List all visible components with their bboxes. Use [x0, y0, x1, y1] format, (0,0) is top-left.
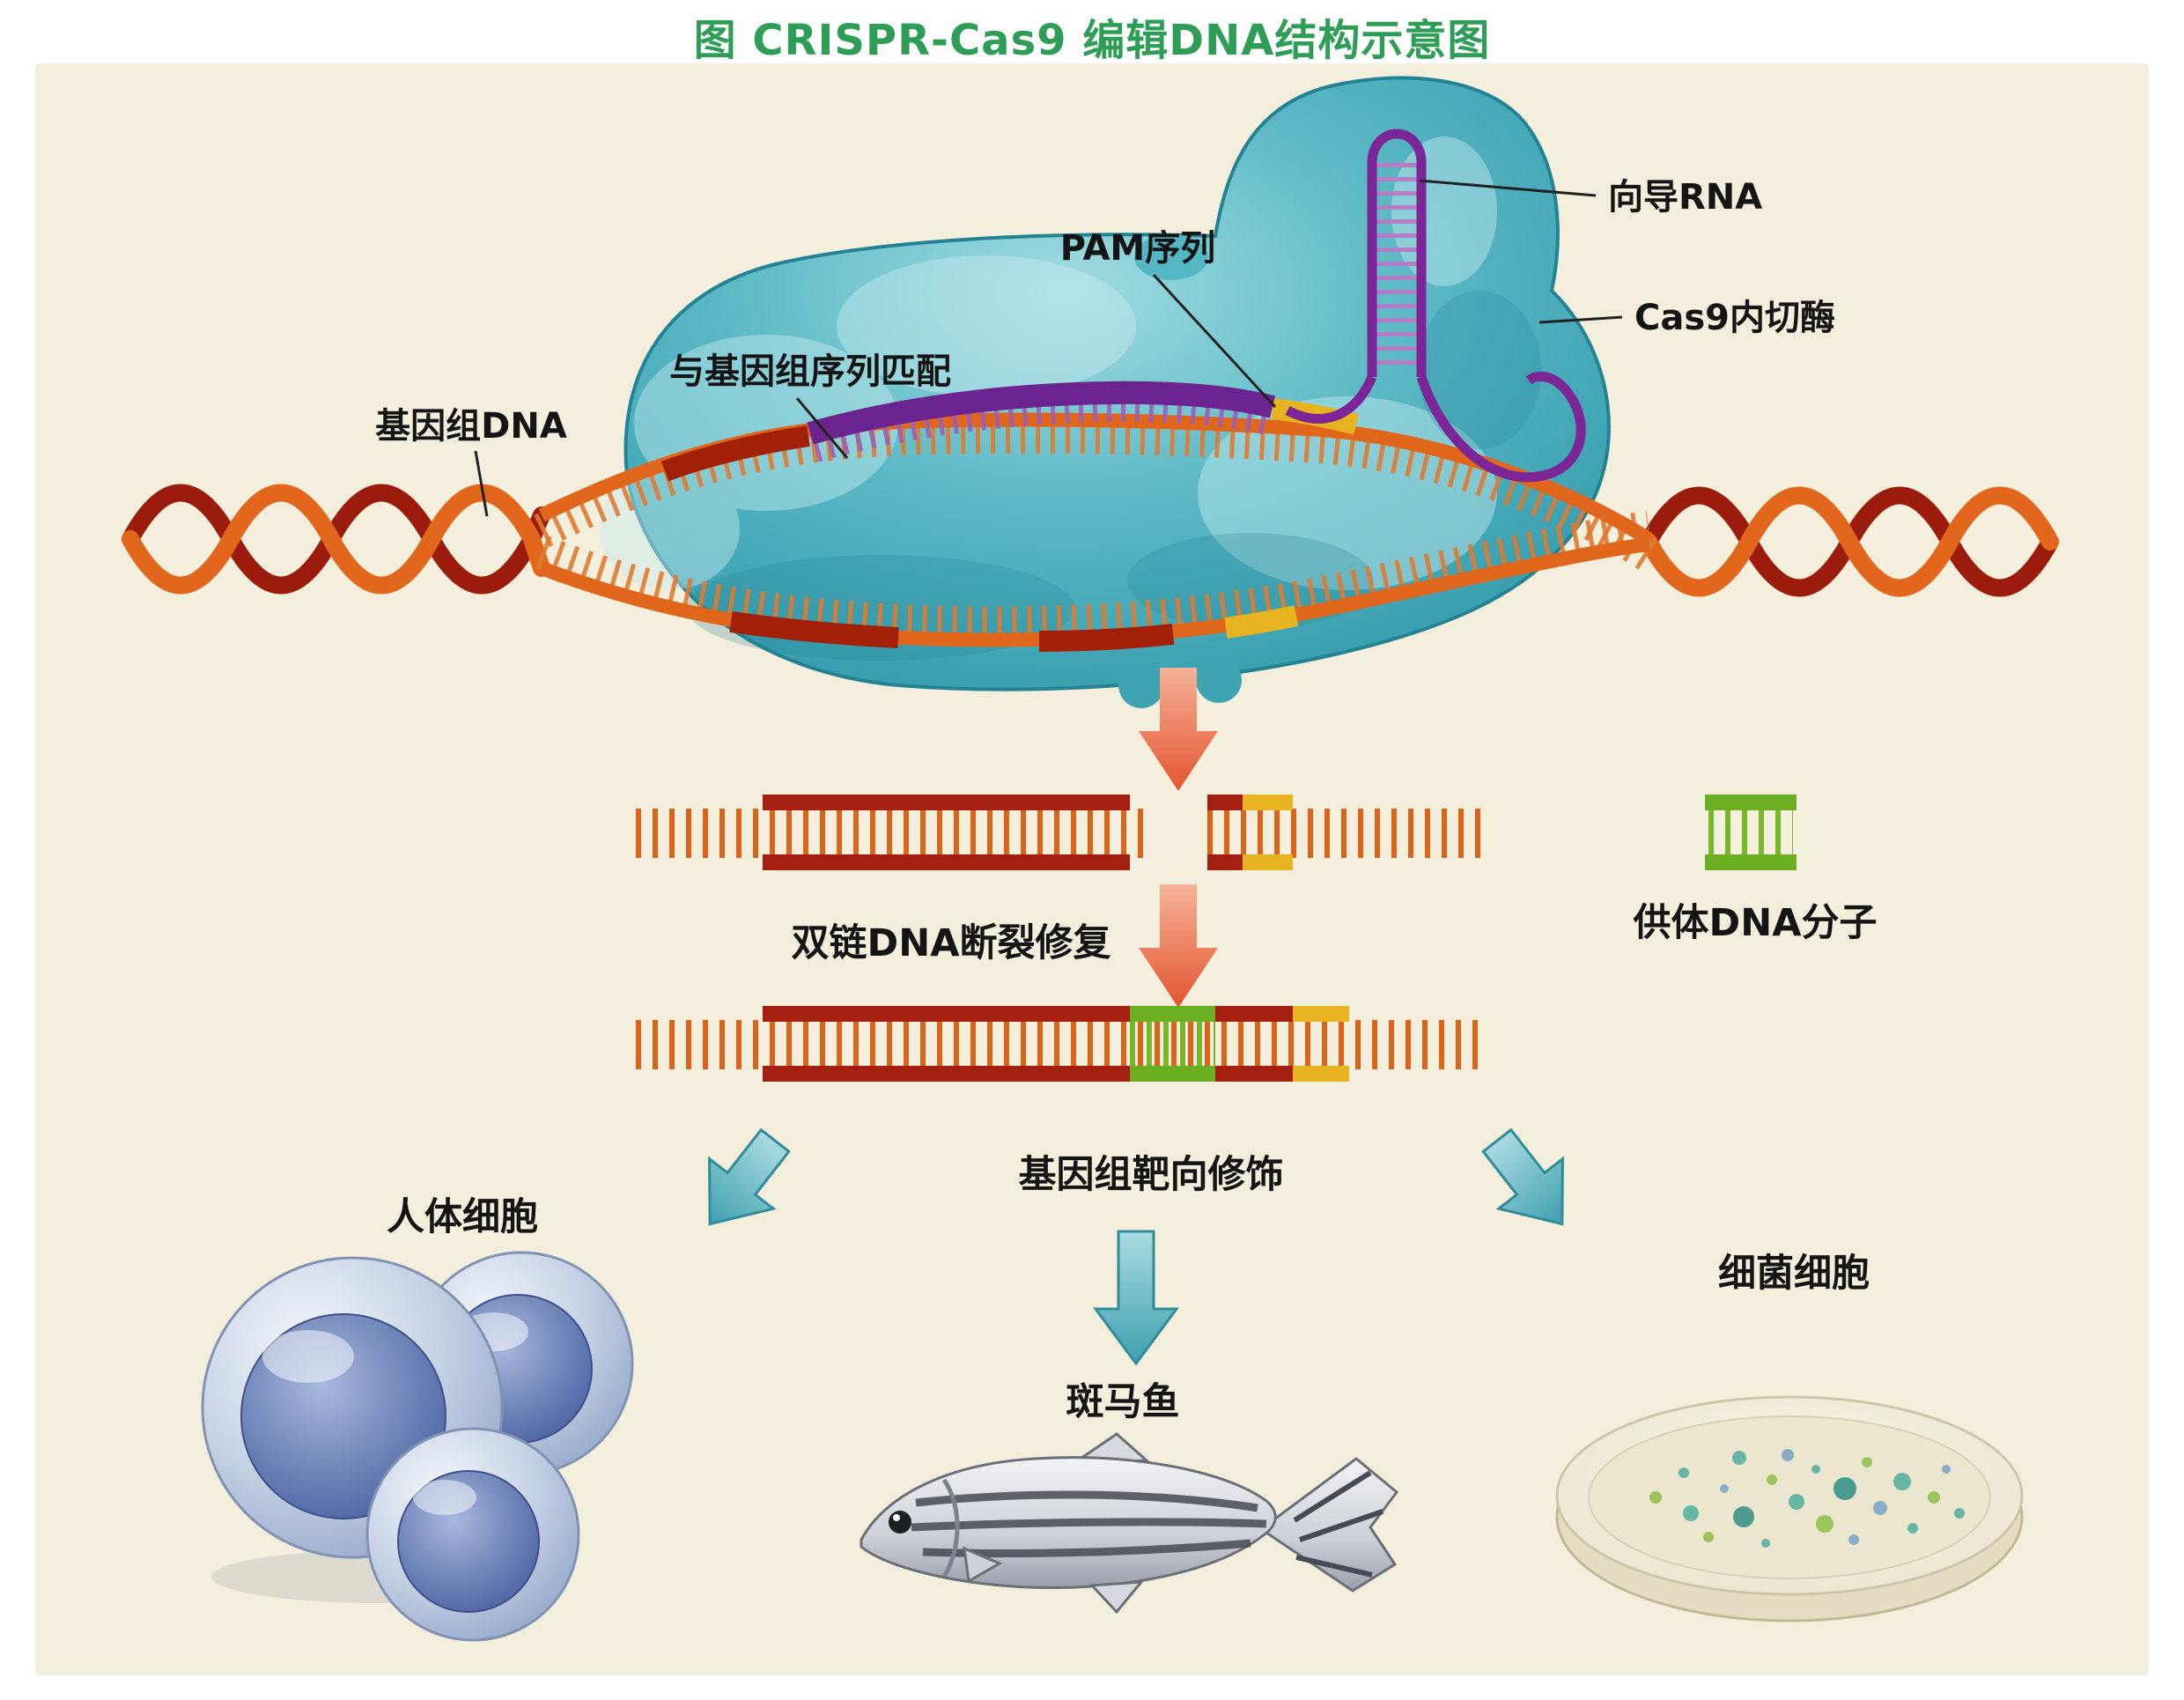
broken-dna-left-fragment: [636, 795, 1145, 870]
label-donor-dna-molecule: 供体DNA分子: [1634, 901, 1878, 945]
zebrafish-illustration: [860, 1432, 1399, 1615]
inserted-donor-rail: [1130, 1006, 1215, 1022]
top-strand-ticks: [534, 418, 1658, 570]
dna-helix-left: [122, 484, 550, 595]
donor-dna-segment: [1705, 795, 1797, 870]
cut-arrow: [1139, 668, 1218, 791]
flow-arrow-left: [708, 1127, 791, 1226]
fish-tail-fin: [1258, 1457, 1399, 1593]
fish-pectoral-fin: [963, 1546, 1003, 1584]
page-title: 图 CRISPR-Cas9 编辑DNA结构示意图: [693, 16, 1491, 65]
dna-helix-right: [1640, 486, 2059, 597]
label-human-cells: 人体细胞: [387, 1195, 538, 1239]
petri-dish-illustration: [1555, 1395, 2024, 1622]
label-bacterial-cells: 细菌细胞: [1718, 1252, 1870, 1296]
guide-rna-leader-line: [1419, 179, 1597, 197]
guide-rna-connector: [1285, 374, 1377, 424]
label-genome-targeted-modification: 基因组靶向修饰: [1019, 1153, 1284, 1197]
fish-gill-line: [941, 1478, 960, 1578]
match-leader-line: [795, 397, 849, 459]
label-zebrafish: 斑马鱼: [1066, 1380, 1180, 1424]
bottom-strand-red-segment: [1038, 624, 1175, 652]
repaired-dna: [636, 1006, 1484, 1082]
broken-dna-right-fragment: [1207, 795, 1484, 870]
fish-anal-fin: [1088, 1580, 1145, 1615]
bacteria-colonies: [1649, 1449, 1965, 1548]
label-double-strand-break-repair: 双链DNA断裂修复: [792, 921, 1111, 965]
pam-leader-line: [1152, 273, 1277, 409]
hairpin-loop: [1367, 129, 1427, 166]
guide-rna-pairing-band: [807, 381, 1276, 445]
flow-arrow-right: [1481, 1127, 1564, 1226]
bottom-strand-red-segment-left: [729, 611, 899, 648]
fish-eye: [889, 1511, 911, 1534]
label-pam-sequence: PAM序列: [1060, 228, 1215, 269]
label-genomic-dna: 基因组DNA: [375, 406, 567, 447]
guide-rna-pairing-ticks: [810, 391, 1275, 462]
top-strand-red-segment: [660, 425, 810, 482]
repair-arrow: [1139, 884, 1218, 1008]
genomic-dna-leader-line: [474, 450, 489, 517]
cas9-leader-line: [1538, 315, 1623, 324]
guide-rna-hairpin: [807, 129, 1586, 483]
flow-arrow-middle: [1093, 1230, 1179, 1366]
guide-rna-tail: [1416, 371, 1586, 483]
bottom-strand-pam-segment: [1224, 605, 1299, 639]
label-cas9-endonuclease: Cas9内切酶: [1634, 298, 1835, 338]
human-cells-illustration: [201, 1251, 634, 1642]
label-guide-rna: 向导RNA: [1608, 177, 1762, 218]
label-genome-sequence-match: 与基因组序列匹配: [669, 351, 951, 392]
